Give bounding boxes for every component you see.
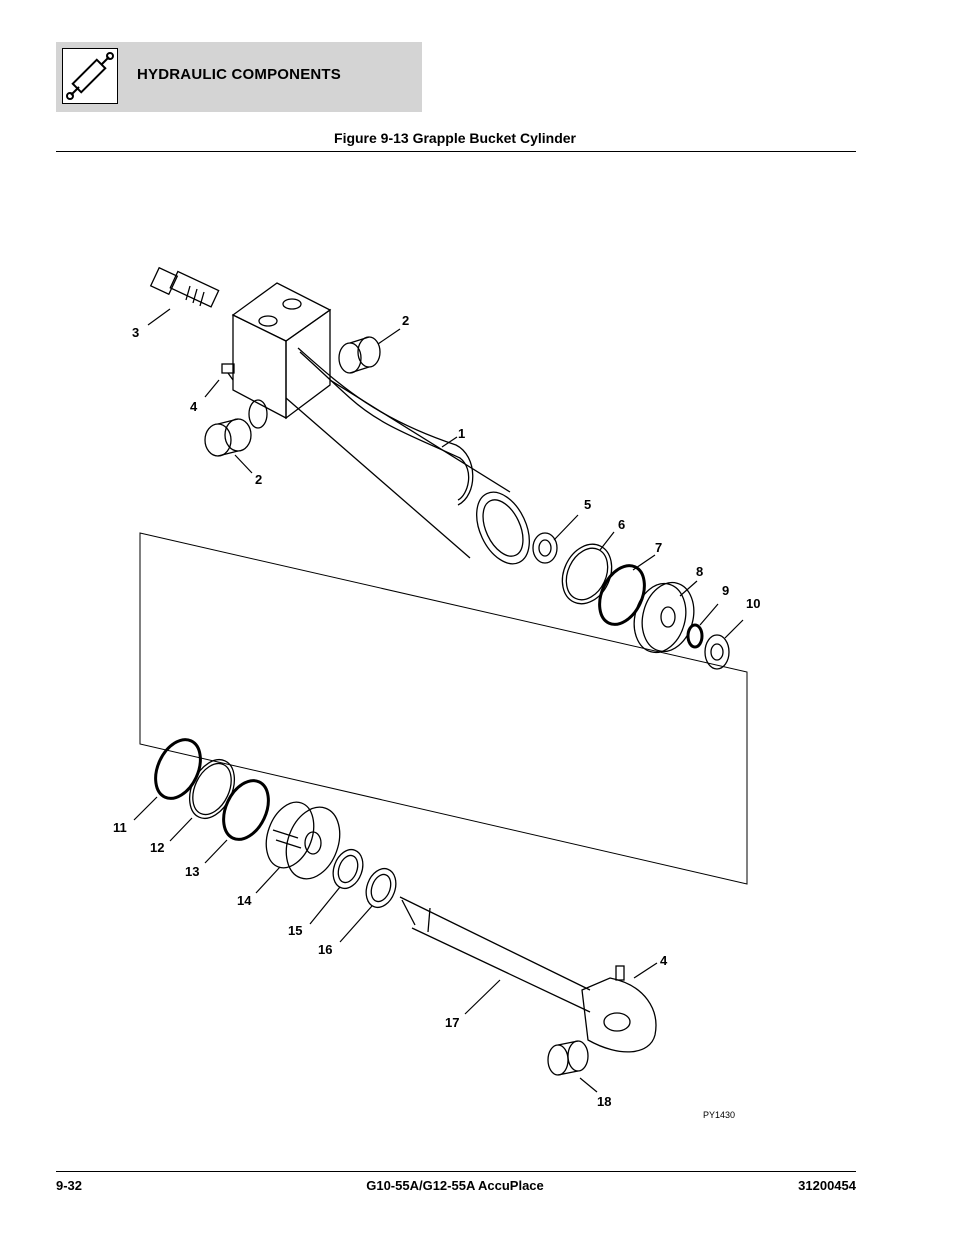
figure-reference-code: PY1430 — [703, 1110, 735, 1120]
callout-4a: 4 — [190, 399, 198, 414]
callout-13: 13 — [185, 864, 199, 879]
page-number: 9-32 — [56, 1178, 83, 1193]
callout-14: 14 — [237, 893, 252, 908]
callout-10: 10 — [746, 596, 760, 611]
figure-title: Figure 9-13 Grapple Bucket Cylinder — [334, 130, 576, 146]
callout-18: 18 — [597, 1094, 611, 1109]
rod-part — [399, 896, 657, 1053]
callout-11: 11 — [113, 820, 127, 835]
callout-12: 12 — [150, 840, 164, 855]
callout-15: 15 — [288, 923, 302, 938]
seal-ring-parts — [561, 543, 730, 670]
bushing-part — [204, 336, 381, 457]
piston-part — [265, 801, 341, 880]
callout-1: 1 — [458, 426, 465, 441]
callout-9: 9 — [722, 583, 729, 598]
document-number: 31200454 — [798, 1178, 856, 1193]
model-name: G10-55A/G12-55A AccuPlace — [366, 1178, 544, 1193]
callout-17: 17 — [445, 1015, 459, 1030]
hydraulic-cylinder-icon — [62, 48, 118, 104]
nut-part — [532, 532, 558, 564]
callout-2b: 2 — [255, 472, 262, 487]
callout-2a: 2 — [402, 313, 409, 328]
callout-leader-lines — [133, 308, 744, 1093]
header-rule — [56, 151, 856, 152]
grease-fitting-part — [221, 363, 235, 381]
wear-ring-parts — [332, 848, 397, 909]
piston-ring-parts — [154, 738, 270, 841]
rod-bushing-part — [547, 1040, 589, 1076]
port-fitting-part — [149, 266, 220, 308]
callout-5: 5 — [584, 497, 591, 512]
callout-16: 16 — [318, 942, 332, 957]
callout-8: 8 — [696, 564, 703, 579]
callout-3: 3 — [132, 325, 139, 340]
callout-6: 6 — [618, 517, 625, 532]
callout-4b: 4 — [660, 953, 668, 968]
section-title: HYDRAULIC COMPONENTS — [137, 66, 342, 83]
footer-rule — [56, 1171, 856, 1172]
cylinder-barrel-part — [231, 282, 530, 565]
gland-part — [633, 581, 695, 654]
callout-7: 7 — [655, 540, 662, 555]
